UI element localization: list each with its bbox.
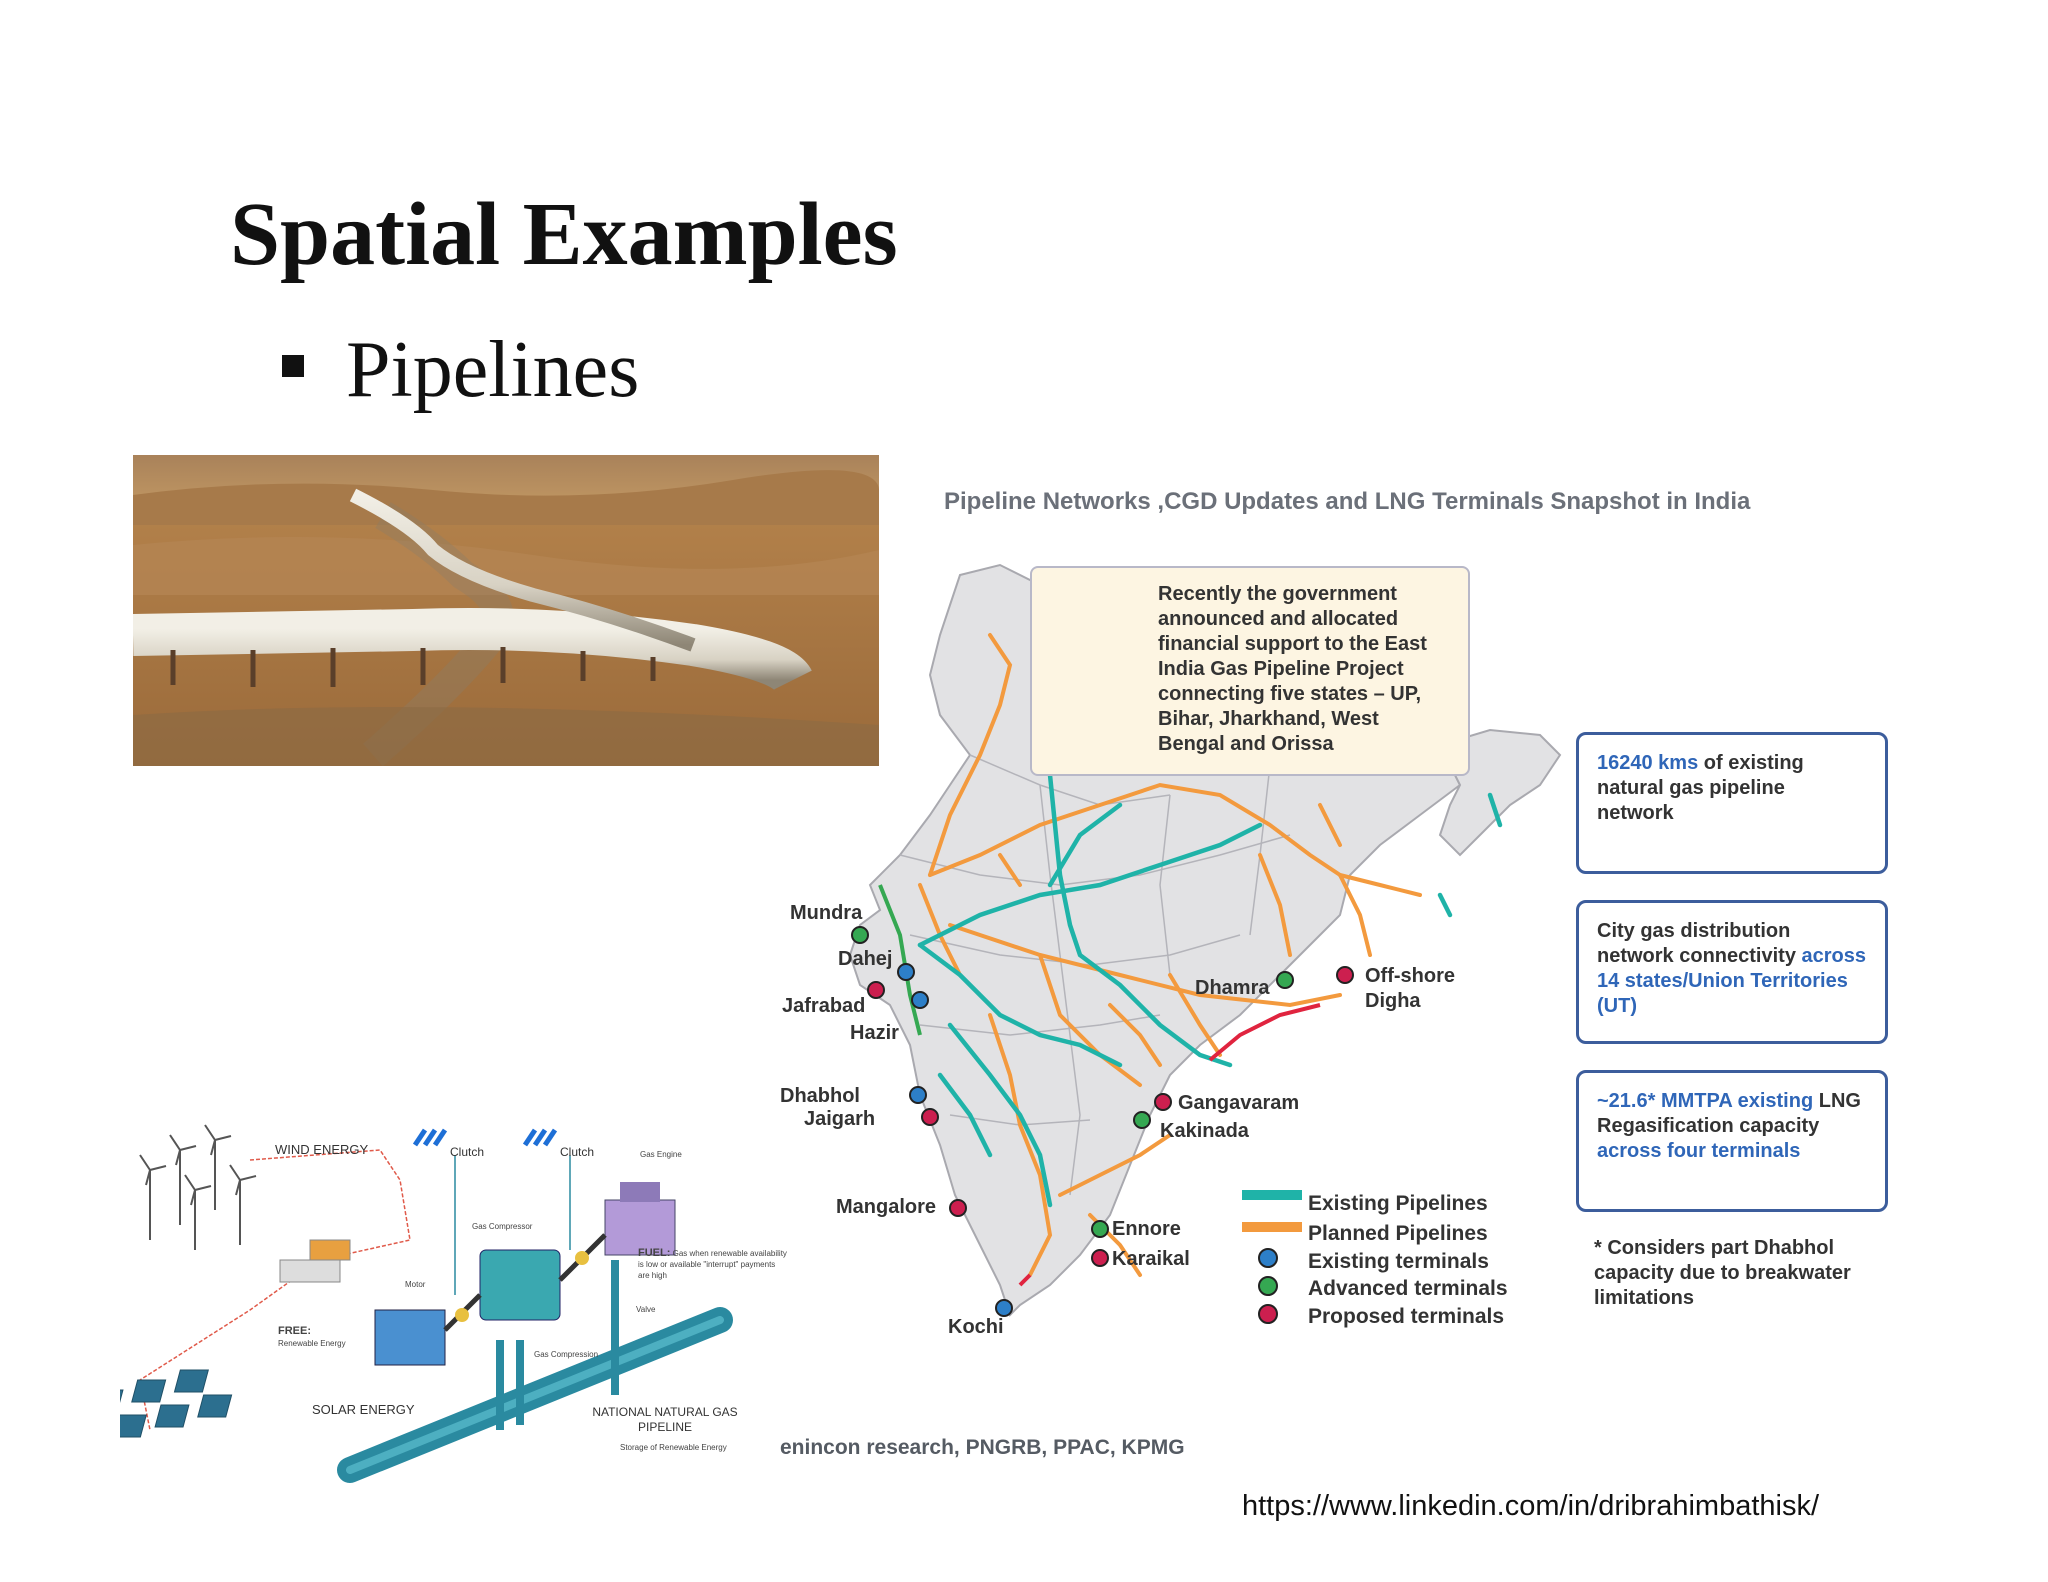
legend-proposed-terminals: Proposed terminals: [1308, 1305, 1505, 1328]
city-label: Digha: [1365, 990, 1421, 1012]
terminal-ennore: [1091, 1220, 1109, 1238]
northeast-region: [1438, 728, 1562, 857]
callout-text: of existing natural gas pipeline network: [1597, 752, 1804, 824]
city-label: Mundra: [790, 902, 863, 924]
city-label: Off-shore: [1365, 965, 1455, 987]
legend-proposed-terminal-dot: [1258, 1304, 1278, 1324]
terminal-jaigarh: [921, 1108, 939, 1126]
terminal-gangavaram: [1154, 1093, 1172, 1111]
city-label: Karaikal: [1112, 1248, 1190, 1270]
terminals: [851, 926, 1354, 1317]
city-label: Mangalore: [836, 1196, 937, 1218]
legend-advanced-terminals: Advanced terminals: [1308, 1277, 1508, 1300]
city-label: Kochi: [948, 1316, 1004, 1338]
city-label: Dhabhol: [780, 1085, 860, 1107]
diagram-national-pipeline-label: NATIONAL NATURAL GAS PIPELINE: [592, 1405, 738, 1434]
diagram-motor-label: Motor: [405, 1280, 426, 1289]
terminal-hazir: [911, 991, 929, 1009]
bullet-square-icon: [282, 354, 304, 377]
map-source: enincon research, PNGRB, PPAC, KPMG: [780, 1436, 1185, 1459]
slide-title: Spatial Examples: [230, 185, 898, 284]
diagram-valve-label: Valve: [636, 1305, 656, 1314]
existing-pipelines: [917, 727, 1503, 1208]
energy-storage-diagram: WIND ENERGY SOLAR ENERGY Clutch Clutch G…: [45, 1110, 787, 1490]
city-label: Dahej: [838, 948, 893, 970]
callout-highlight: 16240 kms: [1597, 752, 1699, 774]
diagram-wind-label: WIND ENERGY: [275, 1142, 369, 1157]
callout-text: City gas distribution network connectivi…: [1597, 920, 1796, 967]
solar-panels: [45, 1369, 233, 1448]
city-label: Kakinada: [1160, 1120, 1249, 1142]
india-pipeline-map: [848, 563, 1562, 1317]
callout-cgd-connectivity: City gas distribution network connectivi…: [1576, 900, 1888, 1044]
callout-highlight: across 14 states/Union Territories (UT): [1597, 945, 1866, 1017]
callout-highlight: across four terminals: [1597, 1140, 1801, 1162]
legend-advanced-terminal-dot: [1258, 1276, 1278, 1296]
terminal-mundra: [851, 926, 869, 944]
diagram-clutch-label: Clutch: [450, 1145, 485, 1159]
city-label: Dhamra: [1195, 977, 1270, 999]
terminal-dhabhol: [909, 1086, 927, 1104]
city-label: Ennore: [1112, 1218, 1181, 1240]
bullet-item: Pipelines: [282, 330, 639, 410]
diagram-gas-engine-label: Gas Engine: [640, 1150, 682, 1159]
city-label: Jafrabad: [782, 995, 866, 1017]
wind-turbines: [139, 1124, 257, 1250]
red-pipeline-short: [1018, 1273, 1032, 1287]
diagram-compressor-label: Gas Compressor: [472, 1222, 533, 1231]
legend-existing-terminals: Existing terminals: [1308, 1250, 1489, 1273]
terminal-digha: [1336, 966, 1354, 984]
callout-lng-capacity: ~21.6* MMTPA existing LNG Regasification…: [1576, 1070, 1888, 1212]
terminal-dahej: [897, 963, 915, 981]
callout-text: LNG Regasification capacity: [1597, 1090, 1861, 1137]
diagram-fuel-note: FUEL: Gas when renewable availability is…: [638, 1247, 787, 1281]
legend-existing-swatch: [1242, 1190, 1302, 1200]
terminal-kochi: [995, 1299, 1013, 1317]
diagram-clutch-label: Clutch: [560, 1145, 595, 1159]
terminal-mangalore: [949, 1199, 967, 1217]
diagram-compression-label: Gas Compression: [534, 1350, 599, 1359]
diagram-storage-label: Storage of Renewable Energy: [620, 1443, 727, 1452]
terminal-karaikal: [1091, 1249, 1109, 1267]
planned-pipelines: [918, 633, 1422, 1277]
bullet-text: Pipelines: [346, 326, 640, 414]
pipeline-photo: [133, 455, 879, 766]
terminal-kakinada: [1133, 1111, 1151, 1129]
diagram-solar-label: SOLAR ENERGY: [312, 1402, 415, 1417]
callout-highlight: ~21.6* MMTPA existing: [1597, 1090, 1814, 1112]
city-label: Hazir: [850, 1022, 899, 1044]
diagram-free-note: FREE:Renewable Energy: [278, 1325, 346, 1348]
city-label: Jaigarh: [804, 1108, 876, 1130]
source-url[interactable]: https://www.linkedin.com/in/dribrahimbat…: [1242, 1490, 1820, 1522]
map-title: Pipeline Networks ,CGD Updates and LNG T…: [944, 488, 1751, 515]
callout-pipeline-length: 16240 kms of existing natural gas pipeli…: [1576, 732, 1888, 874]
city-label: Gangavaram: [1178, 1092, 1300, 1114]
announcement-box: Recently the government announced and al…: [1030, 566, 1470, 776]
terminal-jafrabad: [867, 981, 885, 999]
legend-existing-pipelines: Existing Pipelines: [1308, 1192, 1488, 1215]
footnote: * Considers part Dhabhol capacity due to…: [1594, 1237, 1851, 1309]
red-pipeline: [1208, 1003, 1321, 1062]
legend-planned-pipelines: Planned Pipelines: [1308, 1222, 1488, 1245]
terminal-dhamra: [1276, 971, 1294, 989]
legend-existing-terminal-dot: [1258, 1248, 1278, 1268]
legend-planned-swatch: [1242, 1222, 1302, 1232]
